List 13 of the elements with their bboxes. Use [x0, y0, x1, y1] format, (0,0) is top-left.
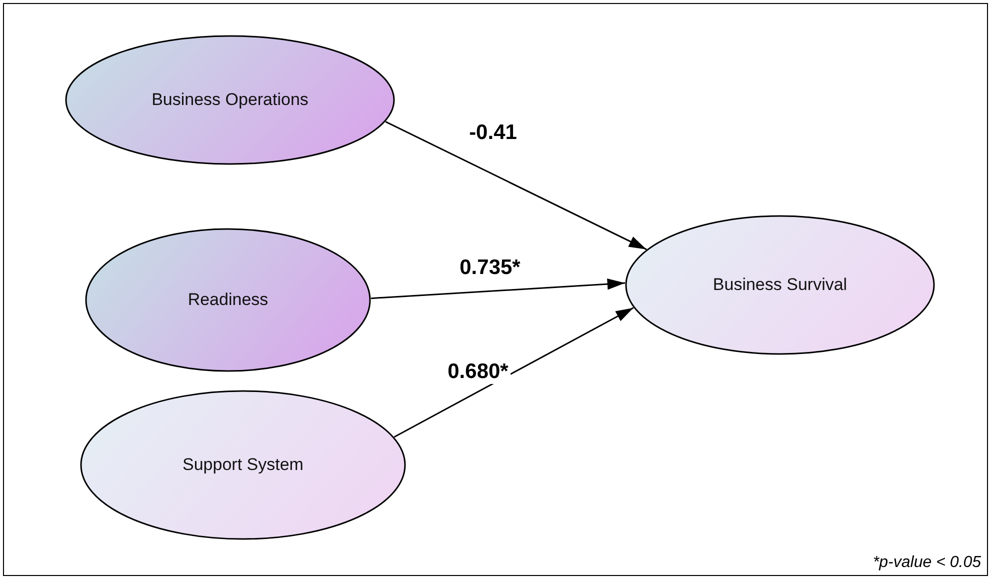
arrow: [394, 307, 634, 438]
arrow: [370, 278, 626, 300]
node-label: Readiness: [188, 290, 268, 310]
footnote: *p-value < 0.05: [872, 554, 981, 572]
edge-label: 0.680*: [446, 360, 510, 384]
node-label: Support System: [182, 455, 304, 475]
arrow: [385, 121, 647, 250]
ellipse-node: [85, 228, 371, 372]
ellipse-node: [65, 35, 395, 165]
node-label: Business Operations: [152, 90, 308, 110]
ellipse-node: [625, 215, 935, 355]
ellipse-node: [80, 390, 406, 540]
node-label: Business Survival: [712, 275, 848, 295]
